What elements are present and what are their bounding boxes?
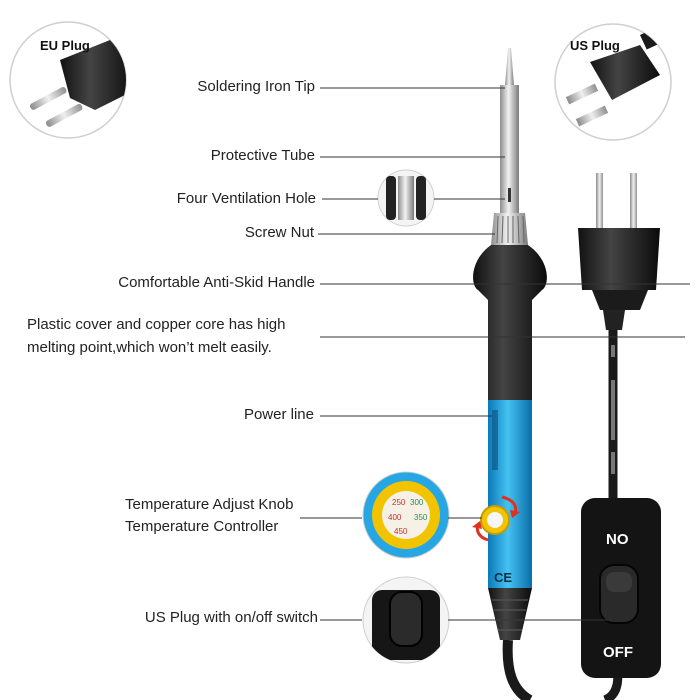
handle — [473, 245, 547, 400]
label-knob-line2: Temperature Controller — [125, 518, 279, 535]
svg-text:350: 350 — [414, 513, 428, 522]
us-plug-title: US Plug — [570, 38, 620, 53]
switch-on-text: NO — [606, 531, 629, 548]
knob-inset: 250 300 400 350 450 — [362, 471, 450, 559]
us-plug-inset — [554, 23, 672, 141]
tube — [500, 85, 519, 213]
svg-text:CE: CE — [494, 570, 512, 585]
label-plastic-line2: melting point,which won’t melt easily. — [27, 339, 272, 356]
label-handle: Comfortable Anti-Skid Handle — [118, 274, 315, 291]
svg-text:300: 300 — [410, 498, 424, 507]
label-vent: Four Ventilation Hole — [176, 190, 316, 207]
inline-switch — [581, 498, 661, 678]
switch-off-text: OFF — [603, 644, 633, 661]
eu-plug-title: EU Plug — [40, 38, 90, 53]
svg-text:400: 400 — [388, 513, 402, 522]
us-plug-large — [578, 173, 660, 330]
soldering-iron: CE — [472, 48, 547, 640]
switch-inset — [362, 576, 450, 664]
label-tube: Protective Tube — [210, 147, 315, 164]
label-nut: Screw Nut — [244, 224, 314, 241]
svg-text:450: 450 — [394, 527, 408, 536]
label-knob-line1: Temperature Adjust Knob — [125, 496, 294, 513]
eu-plug-inset — [9, 21, 127, 139]
leader-lines — [300, 87, 690, 621]
label-tip: Soldering Iron Tip — [197, 78, 315, 95]
vent-slot — [508, 188, 511, 202]
cord-print — [611, 345, 615, 474]
strain-relief — [488, 588, 532, 640]
label-power: Power line — [243, 406, 314, 423]
label-switch: US Plug with on/off switch — [144, 609, 318, 626]
screw-nut — [491, 213, 528, 245]
label-plastic-line1: Plastic cover and copper core has high — [27, 316, 286, 333]
tip — [505, 48, 514, 85]
iron-cable — [502, 639, 533, 700]
vent-inset — [377, 169, 435, 227]
svg-text:250: 250 — [392, 498, 406, 507]
